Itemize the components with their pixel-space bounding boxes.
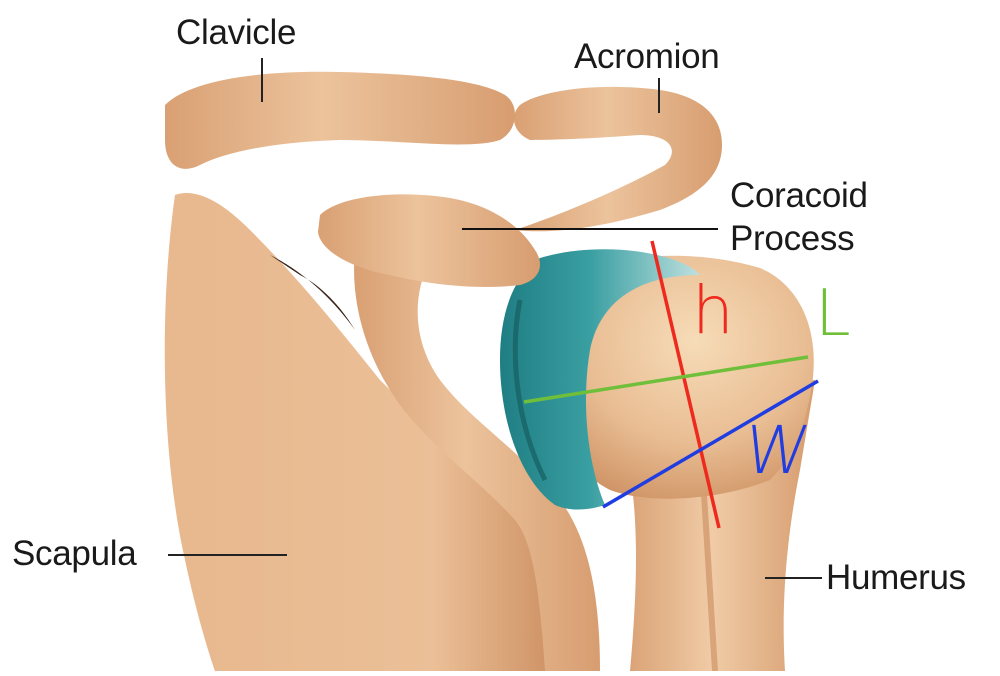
scapula-label: Scapula [12,535,136,573]
clavicle-bone [165,72,515,169]
acromion-label: Acromion [574,38,719,76]
acromion-bone [514,87,722,231]
L-annotation: L [815,282,851,346]
clavicle-label: Clavicle [176,14,296,52]
coracoid-label-line2: Process [730,220,854,258]
humerus-label: Humerus [826,559,966,597]
W-annotation: W [739,418,808,484]
coracoid-label-line1: Coracoid [730,177,868,215]
coracoid-process-bone [318,194,540,287]
h-annotation: h [692,278,734,344]
